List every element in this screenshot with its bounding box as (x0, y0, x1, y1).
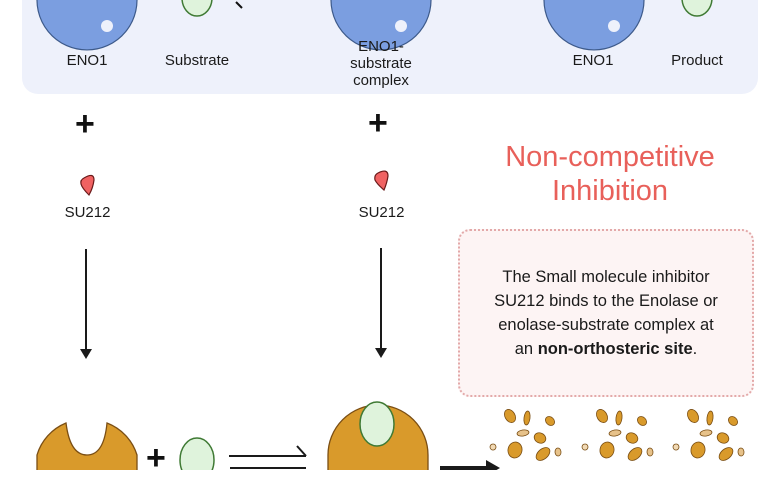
enzyme-fragment-icon (596, 409, 608, 423)
su212-inhibitor-middle-icon (374, 170, 389, 191)
product-icon (681, 0, 713, 17)
eno1-enzyme-right-icon (543, 0, 645, 51)
enzyme-fragment-icon (672, 443, 680, 451)
label-su212-left: SU212 (64, 204, 111, 221)
label-substrate: Substrate (164, 52, 230, 69)
enzyme-fragment-icon (699, 429, 713, 437)
substrate-bottom-icon (179, 437, 215, 470)
title-line1: Non-competitive (505, 141, 715, 173)
label-complex-line1: ENO1- (358, 38, 404, 55)
mechanism-title: Non-competitive Inhibition (460, 140, 760, 208)
enzyme-fragment-icon (627, 447, 643, 461)
enzyme-fragment-icon (728, 416, 738, 426)
enzyme-fragment-icon (599, 441, 615, 459)
enzyme-fragment-icon (533, 432, 547, 444)
enzyme-fragment-icon (507, 441, 523, 459)
label-complex: ENO1- substrate complex (336, 38, 426, 89)
label-complex-line3: complex (353, 72, 409, 89)
enzyme-fragment-icon (489, 443, 497, 451)
label-product: Product (671, 52, 723, 69)
note-line-2: SU212 binds to the Enolase or (494, 292, 718, 310)
enzyme-fragment-icon (545, 416, 555, 426)
enzyme-fragment-icon (608, 429, 622, 437)
label-complex-line2: substrate (350, 55, 412, 72)
enzyme-fragment-icon (706, 410, 714, 426)
enzyme-fragment-icon (523, 410, 531, 426)
eno1-complex-enzyme-icon (330, 0, 432, 51)
enzyme-fragment-icon (718, 447, 734, 461)
note-line-4-prefix: an (514, 340, 538, 358)
enzyme-fragments (489, 409, 745, 461)
label-su212-middle: SU212 (358, 204, 405, 221)
enzyme-fragment-icon (581, 443, 589, 451)
plus-sign-left: + (75, 105, 95, 143)
enzyme-fragment-icon (690, 441, 706, 459)
plus-sign-bottom: + (146, 439, 166, 477)
enzyme-fragment-icon (516, 429, 530, 437)
enzyme-fragment-icon (646, 447, 654, 457)
note-line-3: enolase-substrate complex at (498, 316, 714, 334)
title-line2: Inhibition (551, 175, 669, 207)
label-eno1-left: ENO1 (66, 52, 108, 69)
note-line-4-suffix: . (692, 340, 698, 358)
enzyme-fragment-icon (716, 432, 730, 444)
enzyme-fragment-icon (554, 447, 562, 457)
plus-sign-middle: + (368, 104, 388, 142)
note-line-1: The Small molecule inhibitor (502, 268, 710, 286)
mechanism-note-text: The Small molecule inhibitor SU212 binds… (494, 265, 718, 361)
bound-substrate-icon (359, 401, 395, 447)
mechanism-note-box: The Small molecule inhibitor SU212 binds… (458, 229, 754, 397)
enzyme-fragment-icon (625, 432, 639, 444)
enzyme-fragment-icon (504, 409, 516, 423)
enolase-enzyme-gold-icon (36, 422, 138, 470)
note-bold-term: non-orthosteric site (537, 340, 693, 358)
reaction-arrow-fragment (235, 1, 243, 9)
enzyme-fragment-icon (687, 409, 699, 423)
enzyme-fragment-icon (535, 447, 551, 461)
substrate-icon (181, 0, 213, 17)
enzyme-fragment-icon (615, 410, 623, 426)
enzyme-fragment-icon (737, 447, 745, 457)
label-eno1-right: ENO1 (572, 52, 614, 69)
su212-inhibitor-left-icon (80, 174, 95, 196)
eno1-enzyme-left-icon (36, 0, 138, 51)
enzyme-fragment-icon (637, 416, 647, 426)
